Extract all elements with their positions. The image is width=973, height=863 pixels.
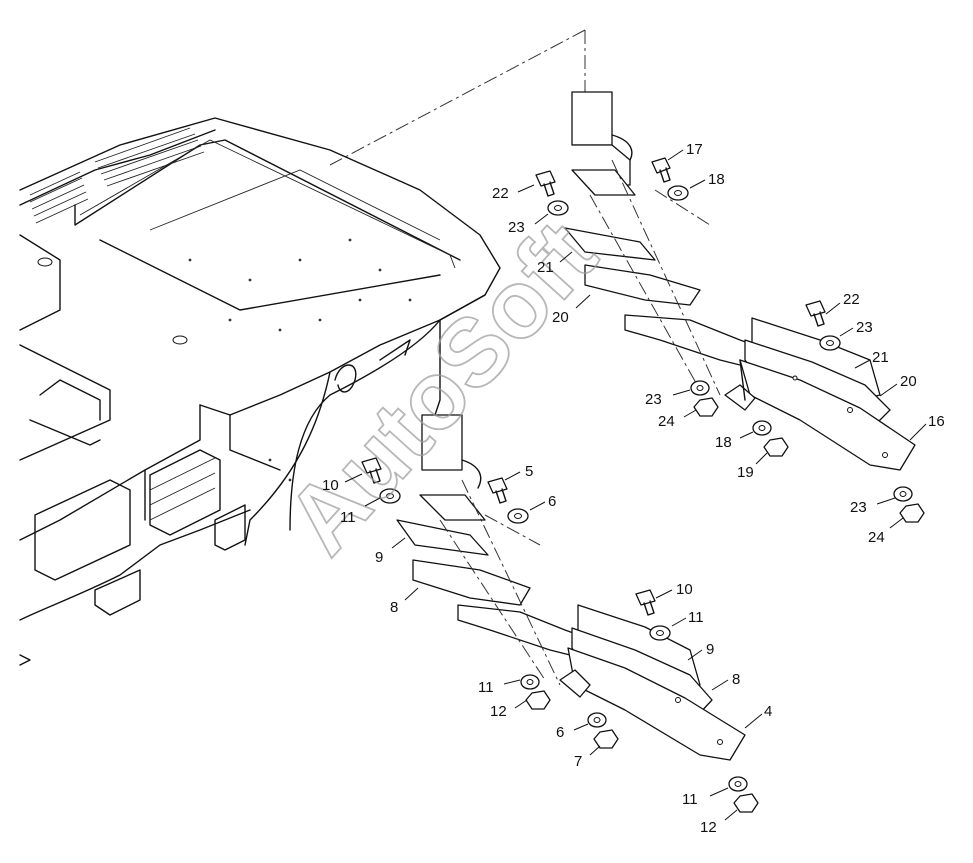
bolt-10-right (635, 589, 656, 616)
callout-10-left: 10 (322, 477, 339, 494)
callout-11-bottom: 11 (478, 679, 494, 696)
callout-8-left: 8 (390, 599, 398, 616)
frame-rivets (188, 238, 412, 482)
bolt-17 (651, 157, 671, 183)
callout-labels: 17 18 22 23 21 20 22 23 21 20 16 23 24 1… (322, 141, 945, 836)
callout-18-mid: 18 (715, 434, 732, 451)
callout-21: 21 (537, 259, 554, 276)
nuts (525, 397, 925, 813)
callout-16: 16 (928, 413, 945, 430)
bolt-5 (487, 477, 508, 504)
callout-21-right: 21 (872, 349, 889, 366)
callout-18: 18 (708, 171, 725, 188)
callout-22: 22 (492, 185, 509, 202)
callout-9-right: 9 (706, 641, 714, 658)
lower-bracket-assembly (396, 414, 746, 761)
callout-19: 19 (737, 464, 754, 481)
callout-23: 23 (508, 219, 525, 236)
callout-17: 17 (686, 141, 703, 158)
callout-23-right: 23 (856, 319, 873, 336)
callout-11-far: 11 (682, 791, 698, 808)
callout-22-right: 22 (843, 291, 860, 308)
watermark: AutoSoft (266, 201, 617, 574)
upper-bracket-assembly (564, 91, 916, 471)
washers (379, 185, 913, 792)
centerline (329, 29, 586, 166)
callout-20: 20 (552, 309, 569, 326)
callout-24-mid: 24 (658, 413, 675, 430)
callout-11-left: 11 (340, 509, 356, 526)
callout-6-lower: 6 (556, 724, 564, 741)
callout-5: 5 (525, 463, 533, 480)
callout-11-right: 11 (688, 609, 704, 626)
bolt-22-right (805, 300, 826, 327)
callout-9-left: 9 (375, 549, 383, 566)
callout-20-right: 20 (900, 373, 917, 390)
callout-24-far: 24 (868, 529, 885, 546)
bolt-10-left (361, 457, 382, 484)
callout-23-mid: 23 (645, 391, 662, 408)
bolt-22-upper (535, 170, 556, 197)
callout-7: 7 (574, 753, 582, 770)
callout-8-right: 8 (732, 671, 740, 688)
callout-6-upper: 6 (548, 493, 556, 510)
callout-12-far: 12 (700, 819, 717, 836)
callout-4: 4 (764, 703, 772, 720)
callout-12-bottom: 12 (490, 703, 507, 720)
callout-23-far: 23 (850, 499, 867, 516)
callout-10-right: 10 (676, 581, 693, 598)
fasteners (361, 157, 925, 813)
